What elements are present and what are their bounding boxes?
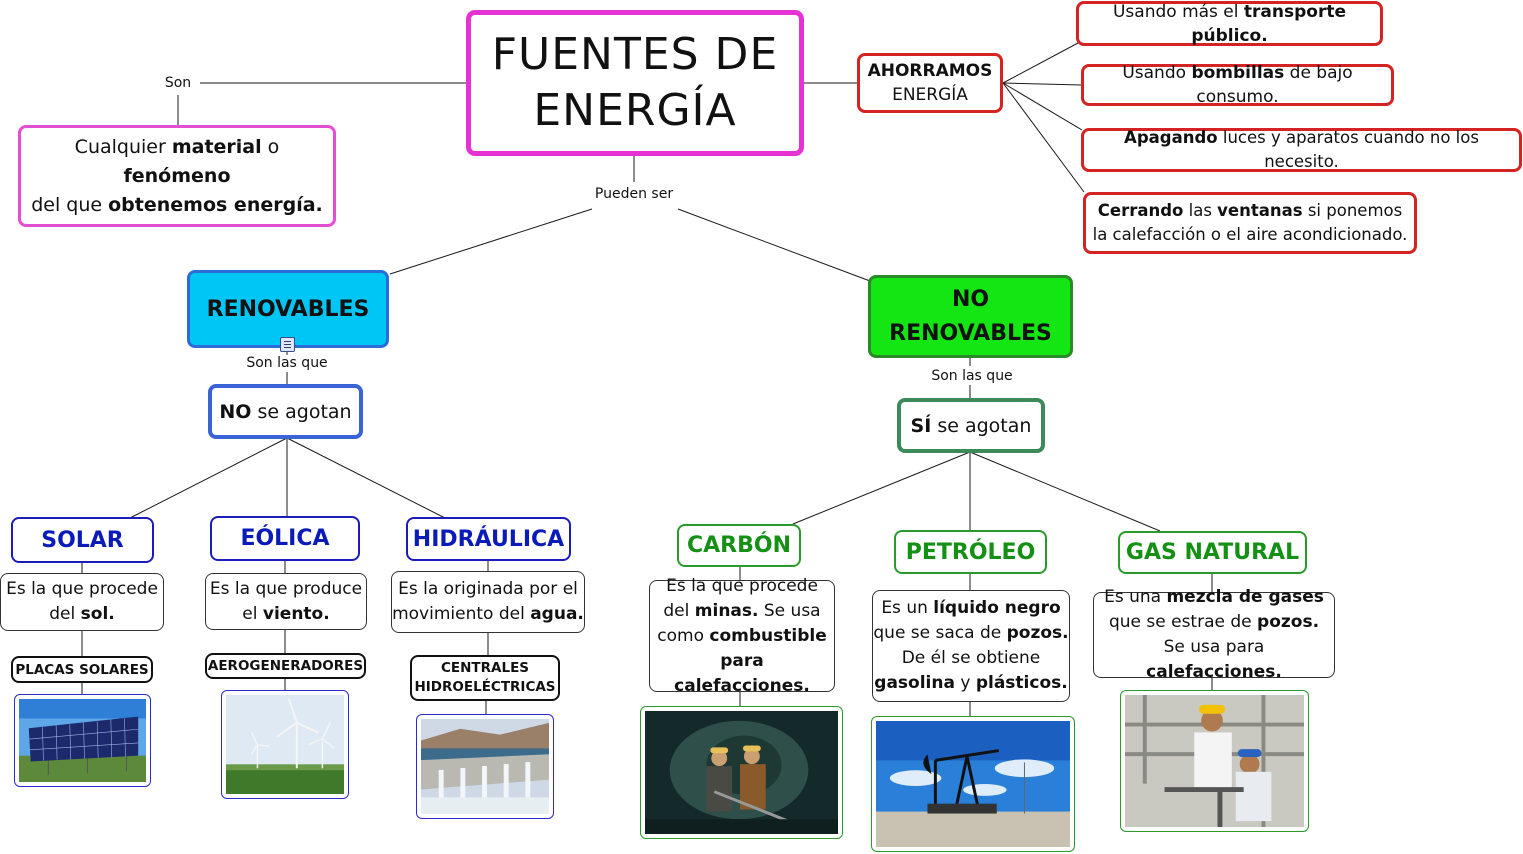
ahorro-line-1: AHORRAMOS — [867, 61, 993, 81]
desc-gas-natural[interactable]: Es una mezcla de gases que se estrae de … — [1093, 587, 1335, 682]
desc-carbon[interactable]: Es la que procede del minas. Se usa como… — [649, 576, 835, 696]
link-label-son-las-que-renovables: Son las que — [243, 355, 331, 371]
definition-line-2: del que obtenemos energía. — [31, 193, 323, 216]
tag-aerogeneradores[interactable]: AEROGENERADORES — [205, 653, 366, 679]
no-renovables-node[interactable]: NO RENOVABLES — [868, 275, 1073, 358]
desc-solar[interactable]: Es la que procede del sol. — [0, 573, 164, 631]
title-line-2: ENERGÍA — [533, 85, 737, 136]
source-eolica[interactable]: EÓLICA — [210, 516, 360, 561]
note-icon[interactable] — [280, 337, 295, 352]
title-node[interactable]: FUENTES DE ENERGÍA — [466, 10, 804, 156]
source-gas-natural[interactable]: GAS NATURAL — [1118, 531, 1307, 574]
link-label-son: Son — [161, 75, 195, 91]
source-petroleo[interactable]: PETRÓLEO — [894, 530, 1047, 574]
desc-hidraulica[interactable]: Es la originada por el movimiento del ag… — [391, 571, 585, 633]
tip-cerrando-ventanas[interactable]: Cerrando las ventanas si ponemos la cale… — [1083, 192, 1417, 254]
link-label-pueden-ser: Pueden ser — [591, 186, 677, 202]
gas-workers-image — [1120, 690, 1309, 832]
ahorro-line-2: ENERGÍA — [892, 85, 968, 105]
ahorramos-energia-node[interactable]: AHORRAMOS ENERGÍA — [857, 53, 1003, 113]
definition-line-1: Cualquier material o fenómeno — [74, 135, 280, 187]
title-line-1: FUENTES DE — [491, 29, 779, 80]
solar-panels-image — [14, 694, 151, 787]
si-se-agotan-node[interactable]: SÍ se agotan — [897, 398, 1045, 453]
oil-pump-image — [871, 716, 1075, 852]
hydro-dam-image — [416, 714, 554, 819]
definition-node[interactable]: Cualquier material o fenómeno del que ob… — [18, 125, 336, 227]
source-carbon[interactable]: CARBÓN — [677, 524, 801, 567]
tag-placas-solares[interactable]: PLACAS SOLARES — [11, 656, 153, 683]
desc-eolica[interactable]: Es la que produce el viento. — [205, 573, 367, 630]
no-se-agotan-node[interactable]: NO se agotan — [208, 384, 363, 439]
desc-petroleo[interactable]: Es un líquido negro que se saca de pozos… — [872, 590, 1070, 702]
tag-centrales-hidroelectricas[interactable]: CENTRALES HIDROELÉCTRICAS — [410, 655, 560, 701]
link-label-son-las-que-no-renovables: Son las que — [928, 368, 1016, 384]
tip-bombillas[interactable]: Usando bombillas de bajo consumo. — [1081, 63, 1394, 107]
tip-apagando-luces[interactable]: Apagando luces y aparatos cuando no los … — [1081, 128, 1522, 172]
wind-turbines-image — [221, 690, 349, 799]
source-hidraulica[interactable]: HIDRÁULICA — [406, 517, 571, 561]
coal-miners-image — [640, 706, 843, 839]
tip-transporte-publico[interactable]: Usando más el transporte público. — [1076, 1, 1383, 46]
no-renovables-line-2: RENOVABLES — [889, 320, 1052, 346]
no-renovables-line-1: NO — [951, 286, 990, 312]
source-solar[interactable]: SOLAR — [11, 517, 154, 563]
renovables-label: RENOVABLES — [206, 296, 370, 322]
